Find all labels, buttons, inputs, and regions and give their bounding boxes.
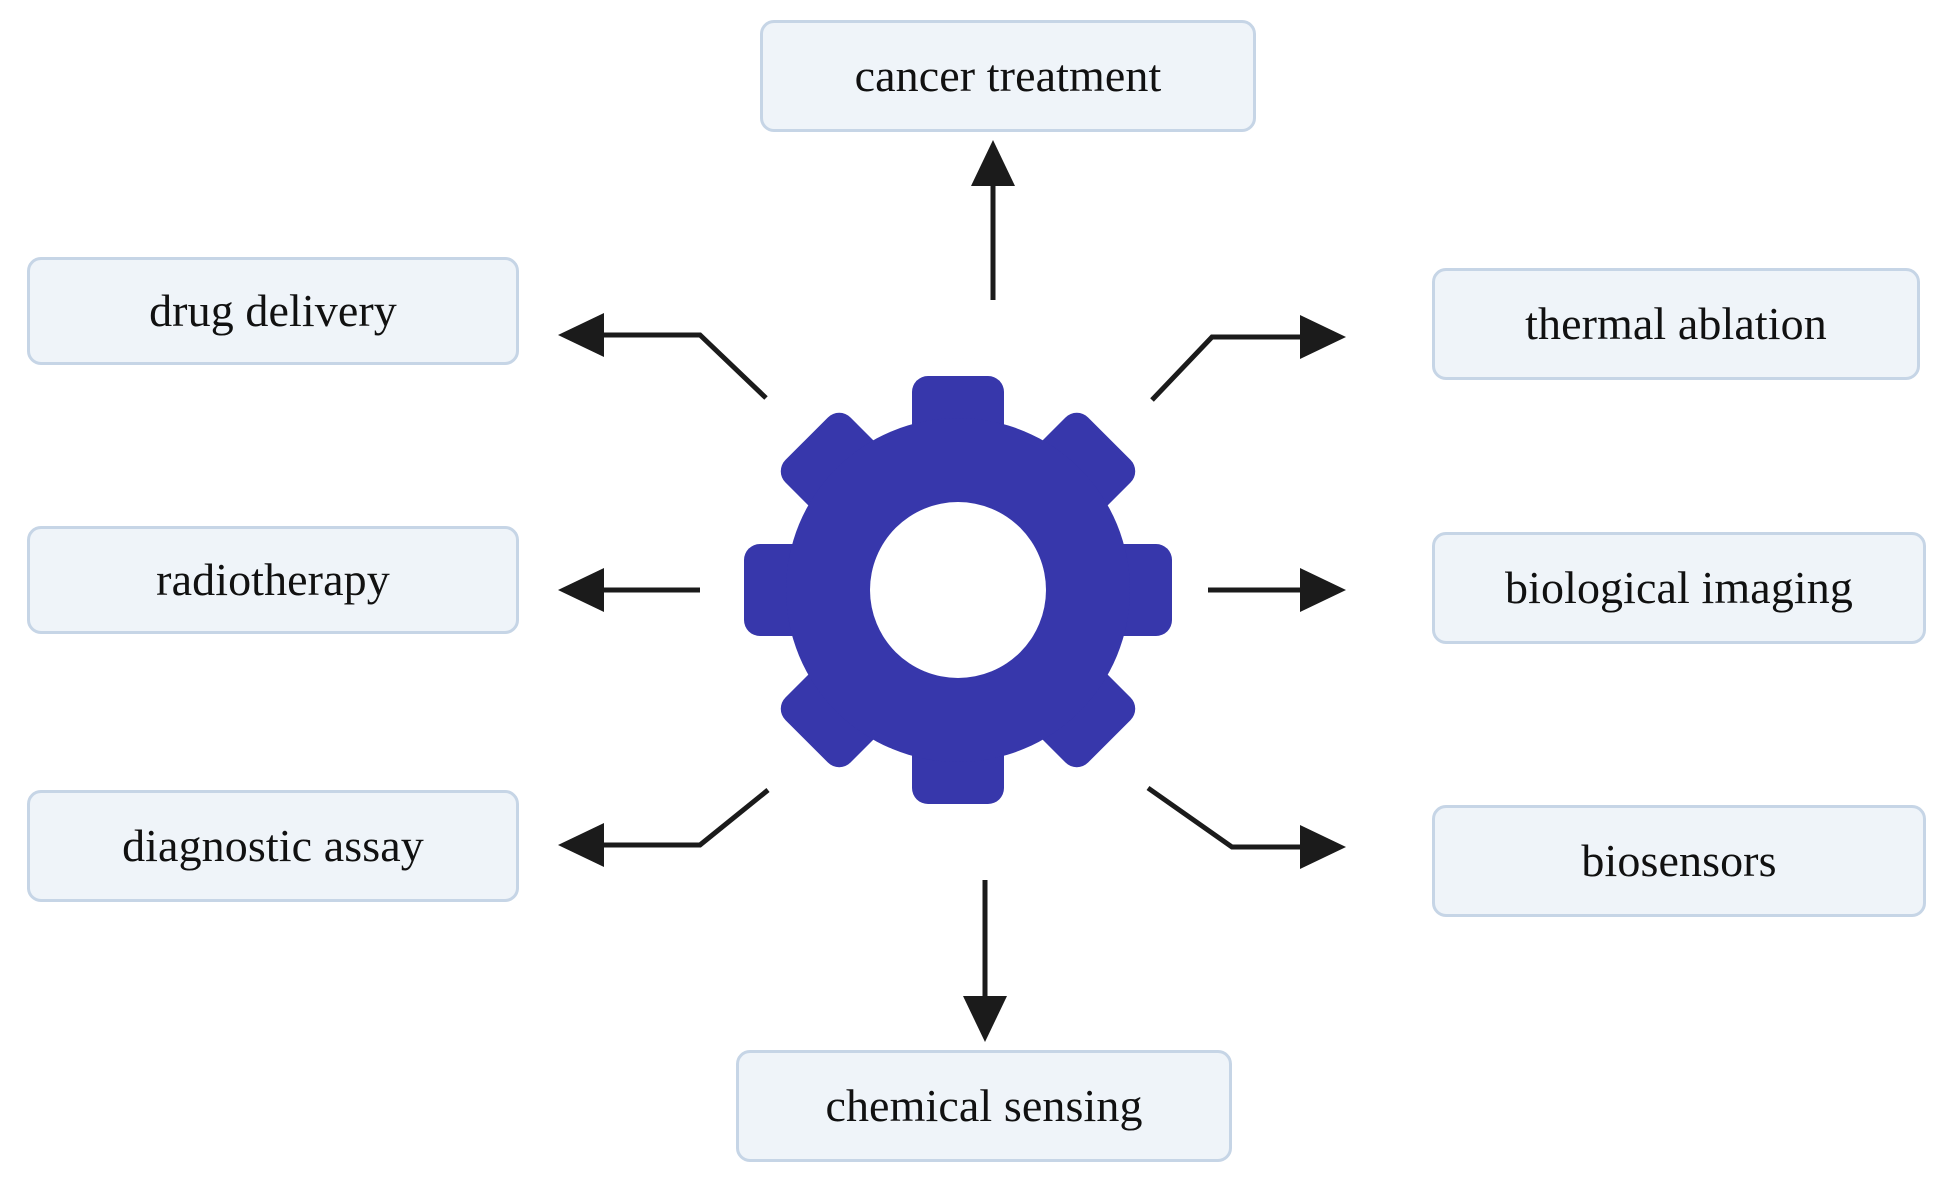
arrow-to-chemical-sensing (963, 880, 1007, 1042)
arrow-to-radiotherapy (558, 568, 700, 612)
label-text-drug-delivery: drug delivery (149, 284, 397, 336)
arrow-to-drug-delivery (558, 313, 768, 400)
arrow-to-diagnostic-assay (558, 788, 770, 867)
label-box-biological-imaging[interactable]: biological imaging (1432, 532, 1926, 644)
label-box-chemical-sensing[interactable]: chemical sensing (736, 1050, 1232, 1162)
label-text-diagnostic-assay: diagnostic assay (122, 819, 424, 871)
gear-hub-hole (870, 502, 1046, 678)
gear-icon (744, 376, 1172, 804)
label-box-cancer-treatment[interactable]: cancer treatment (760, 20, 1256, 132)
label-text-thermal-ablation: thermal ablation (1525, 297, 1827, 349)
label-text-cancer-treatment: cancer treatment (854, 49, 1162, 101)
label-text-biosensors: biosensors (1581, 834, 1777, 886)
arrow-to-thermal-ablation (1150, 315, 1346, 402)
arrow-to-biological-imaging (1208, 568, 1346, 612)
label-box-radiotherapy[interactable]: radiotherapy (27, 526, 519, 634)
arrow-to-biosensors (1146, 785, 1346, 869)
arrow-to-cancer-treatment (971, 140, 1015, 300)
label-text-radiotherapy: radiotherapy (156, 553, 390, 605)
label-box-drug-delivery[interactable]: drug delivery (27, 257, 519, 365)
label-box-biosensors[interactable]: biosensors (1432, 805, 1926, 917)
label-box-diagnostic-assay[interactable]: diagnostic assay (27, 790, 519, 902)
label-text-chemical-sensing: chemical sensing (825, 1079, 1143, 1131)
label-box-thermal-ablation[interactable]: thermal ablation (1432, 268, 1920, 380)
label-text-biological-imaging: biological imaging (1504, 561, 1853, 613)
